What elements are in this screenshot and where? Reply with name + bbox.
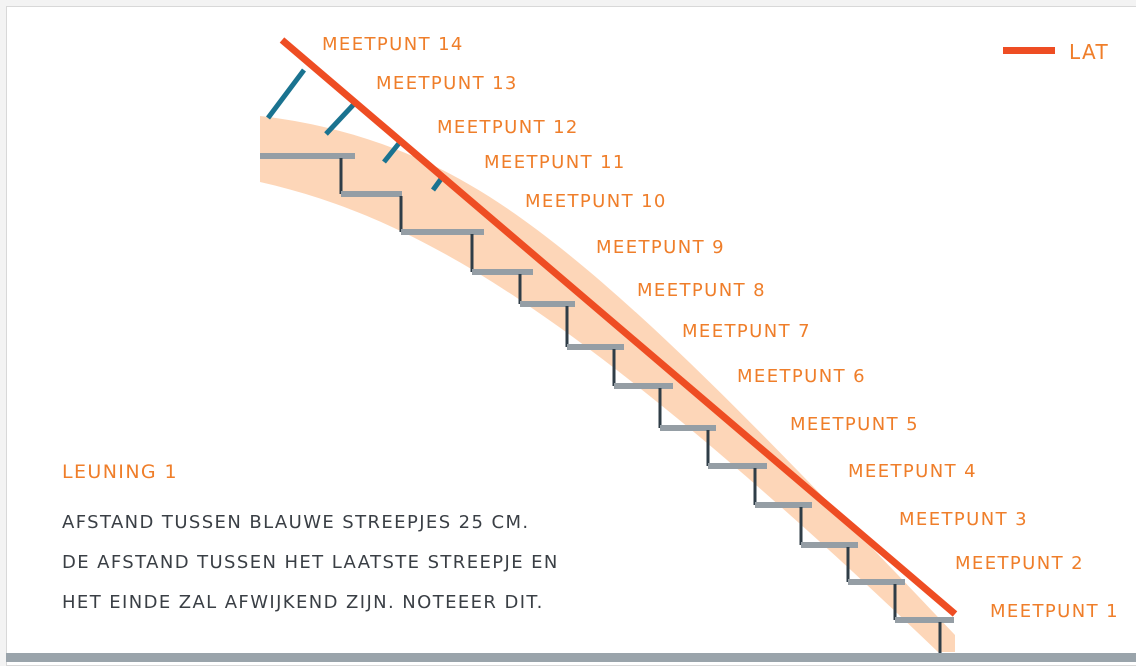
info-title: LEUNING 1: [62, 461, 178, 483]
info-block: LEUNING 1 AFSTAND TUSSEN BLAUWE STREEPJE…: [62, 461, 559, 613]
blue-marks: [266, 68, 444, 192]
meetpunt-label-7: MEETPUNT 7: [682, 321, 811, 342]
legend-label: LAT: [1069, 40, 1109, 64]
meetpunt-labels: MEETPUNT 14 MEETPUNT 13 MEETPUNT 12 MEET…: [322, 34, 1119, 622]
meetpunt-label-1: MEETPUNT 1: [990, 601, 1119, 622]
legend: LAT: [1003, 40, 1109, 64]
meetpunt-label-12: MEETPUNT 12: [437, 117, 579, 138]
meetpunt-label-8: MEETPUNT 8: [637, 280, 766, 301]
meetpunt-label-14: MEETPUNT 14: [322, 34, 464, 55]
meetpunt-label-13: MEETPUNT 13: [376, 73, 518, 94]
meetpunt-label-10: MEETPUNT 10: [525, 191, 667, 212]
bottom-bar: [6, 653, 1136, 662]
meetpunt-label-3: MEETPUNT 3: [899, 509, 1028, 530]
meetpunt-label-2: MEETPUNT 2: [955, 553, 1084, 574]
blue-mark: [266, 68, 306, 120]
stair-band: [260, 116, 955, 652]
meetpunt-label-11: MEETPUNT 11: [484, 152, 626, 173]
page-frame: [6, 6, 1136, 666]
meetpunt-label-5: MEETPUNT 5: [790, 414, 919, 435]
blue-mark: [382, 140, 402, 164]
legend-swatch: [1003, 47, 1055, 54]
meetpunt-label-6: MEETPUNT 6: [737, 366, 866, 387]
lat-line: [279, 37, 958, 617]
info-line-1: AFSTAND TUSSEN BLAUWE STREEPJES 25 CM.: [62, 512, 530, 533]
steps: [260, 153, 954, 654]
info-line-3: HET EINDE ZAL AFWIJKEND ZIJN. NOTEEER DI…: [62, 592, 544, 613]
info-line-2: DE AFSTAND TUSSEN HET LAATSTE STREEPJE E…: [62, 552, 559, 573]
blue-mark: [324, 101, 357, 136]
meetpunt-label-9: MEETPUNT 9: [596, 237, 725, 258]
meetpunt-label-4: MEETPUNT 4: [848, 461, 977, 482]
blue-mark: [430, 177, 444, 192]
